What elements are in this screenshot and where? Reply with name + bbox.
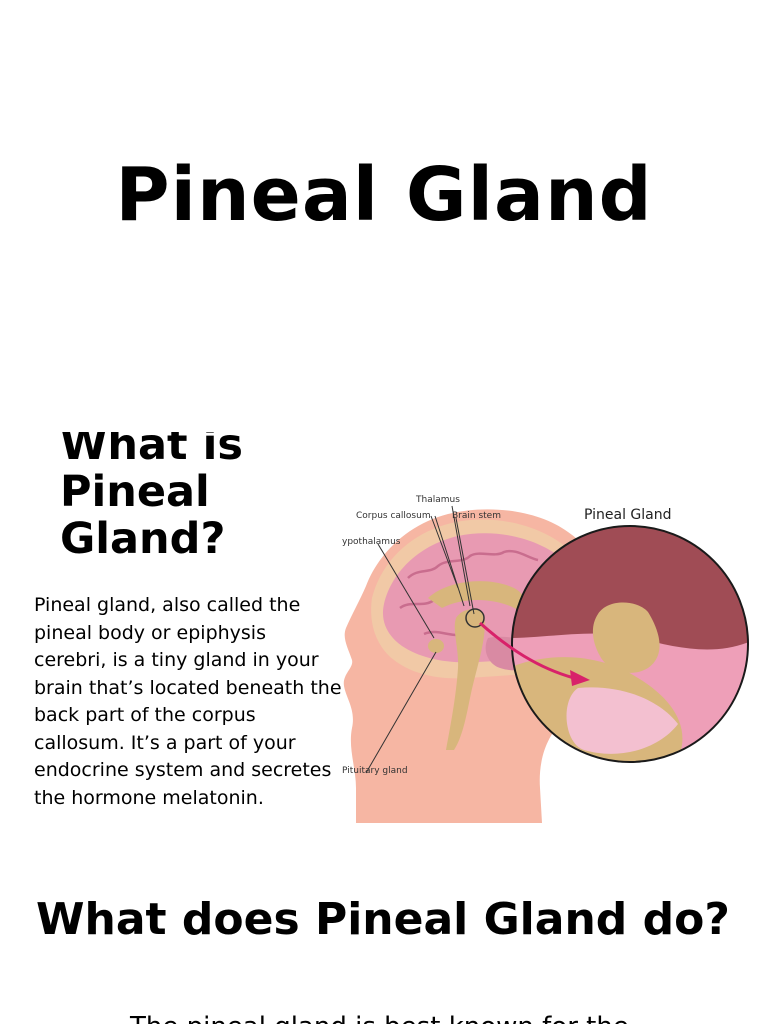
definition-paragraph: Pineal gland, also called the pineal bod… — [34, 594, 342, 809]
brain-illustration: Thalamus Corpus callosum Brain stem ypot… — [342, 495, 749, 823]
cut-off-text: The pineal gland is best known for the — [130, 1012, 629, 1024]
pituitary-shape — [428, 639, 444, 653]
zoom-border — [511, 525, 749, 763]
label-brain-stem: Brain stem — [452, 511, 501, 521]
cut-off-paragraph: The pineal gland is best known for the — [0, 1012, 768, 1024]
label-hypothalamus: ypothalamus — [342, 537, 401, 547]
section-heading-clip: What is Pineal Gland? — [0, 432, 768, 572]
heading-line: Gland? — [60, 514, 226, 564]
heading-line: What is — [60, 432, 243, 470]
arrow-head — [570, 670, 590, 686]
label-pineal-gland: Pineal Gland — [584, 507, 672, 523]
section-heading-what-is: What is Pineal Gland? — [60, 432, 243, 563]
section-heading-what-does: What does Pineal Gland do? — [36, 894, 730, 945]
brain-diagram: Thalamus Corpus callosum Brain stem ypot… — [338, 488, 754, 833]
label-corpus-callosum: Corpus callosum — [356, 511, 431, 521]
corpus-callosum — [428, 581, 525, 610]
heading-line: Pineal — [60, 467, 210, 517]
page-title: Pineal Gland — [115, 152, 653, 238]
brain-stem — [446, 609, 485, 750]
pineal-marker — [465, 608, 485, 628]
zoom-view — [512, 526, 748, 762]
pointer-arrow — [479, 621, 575, 680]
label-pituitary: Pituitary gland — [342, 766, 408, 776]
label-thalamus: Thalamus — [415, 495, 460, 505]
leader-lines — [365, 505, 475, 774]
